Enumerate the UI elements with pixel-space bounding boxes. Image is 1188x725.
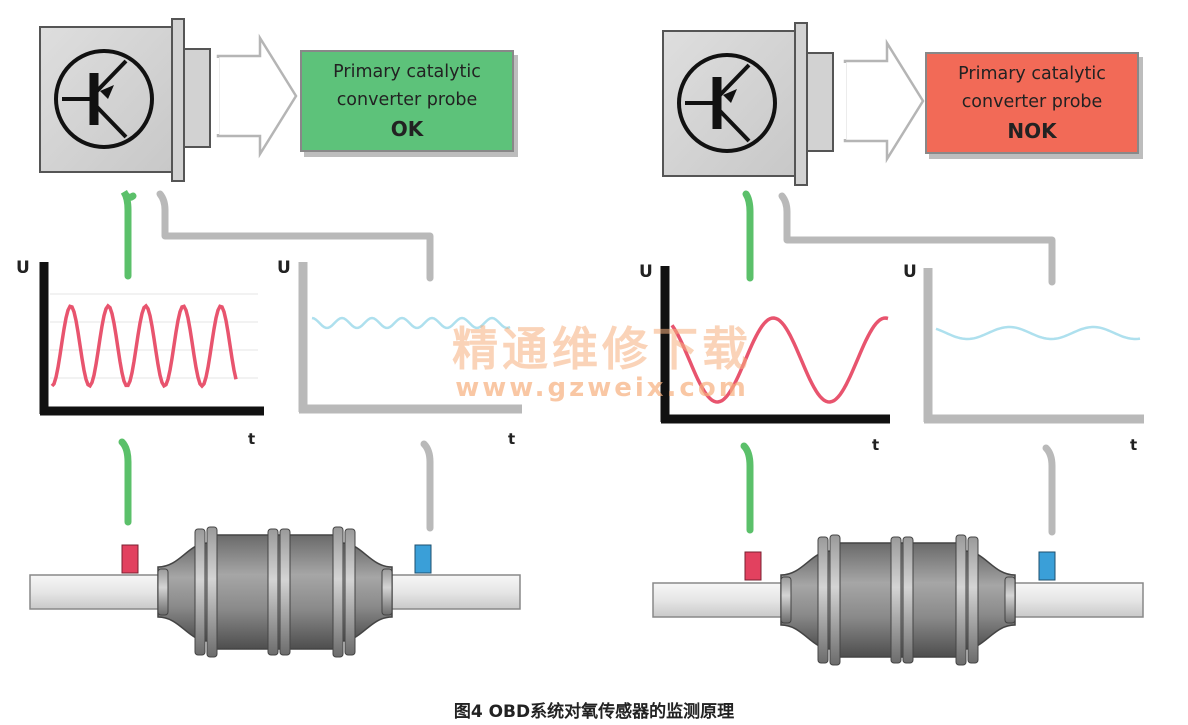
upstream-sensor-left-icon: [121, 544, 139, 574]
x-axis-label: t: [1130, 436, 1138, 454]
downstream-sensor-right-icon: [1038, 551, 1056, 581]
x-axis-label: t: [872, 436, 880, 454]
green-signal-line-right-lower: [740, 442, 754, 534]
status-line-1: Primary catalytic: [958, 64, 1106, 84]
upstream-signal-slow: [670, 316, 889, 404]
upstream-signal-fast: [50, 303, 238, 389]
arrow-right-icon: [840, 41, 925, 161]
x-axis-label: t: [508, 430, 516, 448]
catalytic-converter-right-icon: [652, 534, 1144, 666]
downstream-chart-right: [923, 268, 1144, 424]
green-signal-line-right-upper: [742, 190, 754, 282]
status-state: OK: [390, 117, 424, 141]
green-signal-line-left-upper: [120, 190, 137, 280]
downstream-signal-flat: [311, 316, 511, 330]
upstream-chart-right: [660, 266, 890, 424]
right-panel: [652, 23, 1144, 666]
y-axis-label: U: [903, 262, 917, 282]
left-panel: [29, 19, 522, 658]
x-axis-label: t: [248, 430, 256, 448]
status-box-ok: Primary catalytic converter probe OK: [300, 50, 514, 152]
gray-signal-line-left-lower: [420, 440, 434, 532]
ecu-left-icon: [40, 19, 210, 181]
y-axis-label: U: [639, 262, 653, 282]
gray-signal-line-right-lower: [1042, 444, 1056, 536]
status-box-nok: Primary catalytic converter probe NOK: [925, 52, 1139, 154]
ecu-right-icon: [663, 23, 833, 185]
figure-caption: 图4 OBD系统对氧传感器的监测原理: [453, 702, 735, 722]
status-line-1: Primary catalytic: [333, 62, 481, 82]
catalytic-converter-left-icon: [29, 526, 521, 658]
upstream-sensor-right-icon: [744, 551, 762, 581]
downstream-signal-flat: [935, 325, 1141, 341]
y-axis-label: U: [277, 258, 291, 278]
status-line-2: converter probe: [336, 90, 478, 110]
green-signal-line-left-lower: [118, 438, 132, 526]
upstream-chart-left: [39, 262, 264, 416]
downstream-sensor-left-icon: [414, 544, 432, 574]
y-axis-label: U: [16, 258, 30, 278]
status-line-2: converter probe: [961, 92, 1103, 112]
arrow-left-icon: [213, 36, 298, 156]
downstream-chart-left: [298, 262, 522, 414]
status-state: NOK: [1007, 119, 1057, 143]
gray-signal-line-left-upper: [156, 190, 434, 282]
gray-signal-line-right-upper: [778, 192, 1056, 286]
